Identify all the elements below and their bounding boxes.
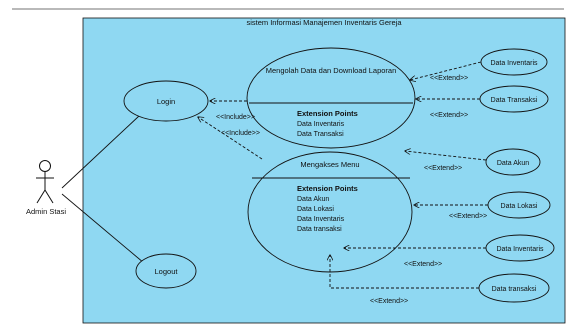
actor-head: [39, 160, 51, 172]
use-case-data-akun-label: Data Akun: [497, 160, 529, 167]
association-login: [61, 115, 140, 189]
use-case-data-inventaris-top-label: Data Inventaris: [490, 60, 538, 67]
extend-arrow-transaksi-bottom: [330, 255, 479, 289]
use-case-data-lokasi-label: Data Lokasi: [501, 203, 538, 210]
include-label: <<Include>>: [221, 130, 260, 137]
use-case-login-label: Login: [157, 97, 175, 106]
include-label: <<Include>>: [216, 114, 255, 121]
use-case-mengolah-laporan-label: Mengolah Data dan Download Laporan: [266, 66, 397, 75]
menu-extension-point: Data Akun: [297, 196, 329, 203]
use-case-mengakses-menu-label: Mengakses Menu: [300, 160, 359, 169]
use-case-data-transaksi-bottom-label: Data transaksi: [492, 286, 537, 293]
extend-label: <<Extend>>: [430, 75, 468, 82]
menu-extension-point: Data Lokasi: [297, 206, 334, 213]
laporan-extension-point: Data Inventaris: [297, 121, 345, 128]
menu-extension-title: Extension Points: [297, 184, 358, 193]
system-title: sistem Informasi Manajemen Inventaris Ge…: [246, 18, 402, 27]
use-case-mengolah-laporan[interactable]: [246, 47, 416, 149]
actor-leg-right: [44, 189, 54, 204]
extend-label: <<Extend>>: [424, 165, 462, 172]
menu-extension-point: Data Inventaris: [297, 216, 345, 223]
actor-admin-stasi: [36, 160, 54, 204]
use-case-data-inventaris-bottom-label: Data Inventaris: [496, 246, 544, 253]
association-logout: [61, 193, 145, 264]
extend-label: <<Extend>>: [430, 112, 468, 119]
extend-arrow-akun: [405, 151, 487, 161]
include-arrow-menu-login: [198, 117, 263, 160]
laporan-extension-point: Data Transaksi: [297, 131, 344, 138]
use-case-data-transaksi-top-label: Data Transaksi: [491, 97, 538, 104]
menu-extension-point: Data transaksi: [297, 226, 342, 233]
extend-label: <<Extend>>: [449, 213, 487, 220]
use-case-logout-label: Logout: [155, 267, 179, 276]
extend-label: <<Extend>>: [370, 298, 408, 305]
extend-arrow-inventaris-top: [410, 61, 482, 80]
extend-label: <<Extend>>: [404, 261, 442, 268]
use-case-logout[interactable]: [135, 253, 197, 289]
use-case-data-akun[interactable]: [485, 148, 541, 176]
laporan-extension-title: Extension Points: [297, 109, 358, 118]
actor-name: Admin Stasi: [26, 207, 66, 216]
actor-leg-left: [36, 189, 46, 204]
use-case-login[interactable]: [123, 80, 209, 122]
